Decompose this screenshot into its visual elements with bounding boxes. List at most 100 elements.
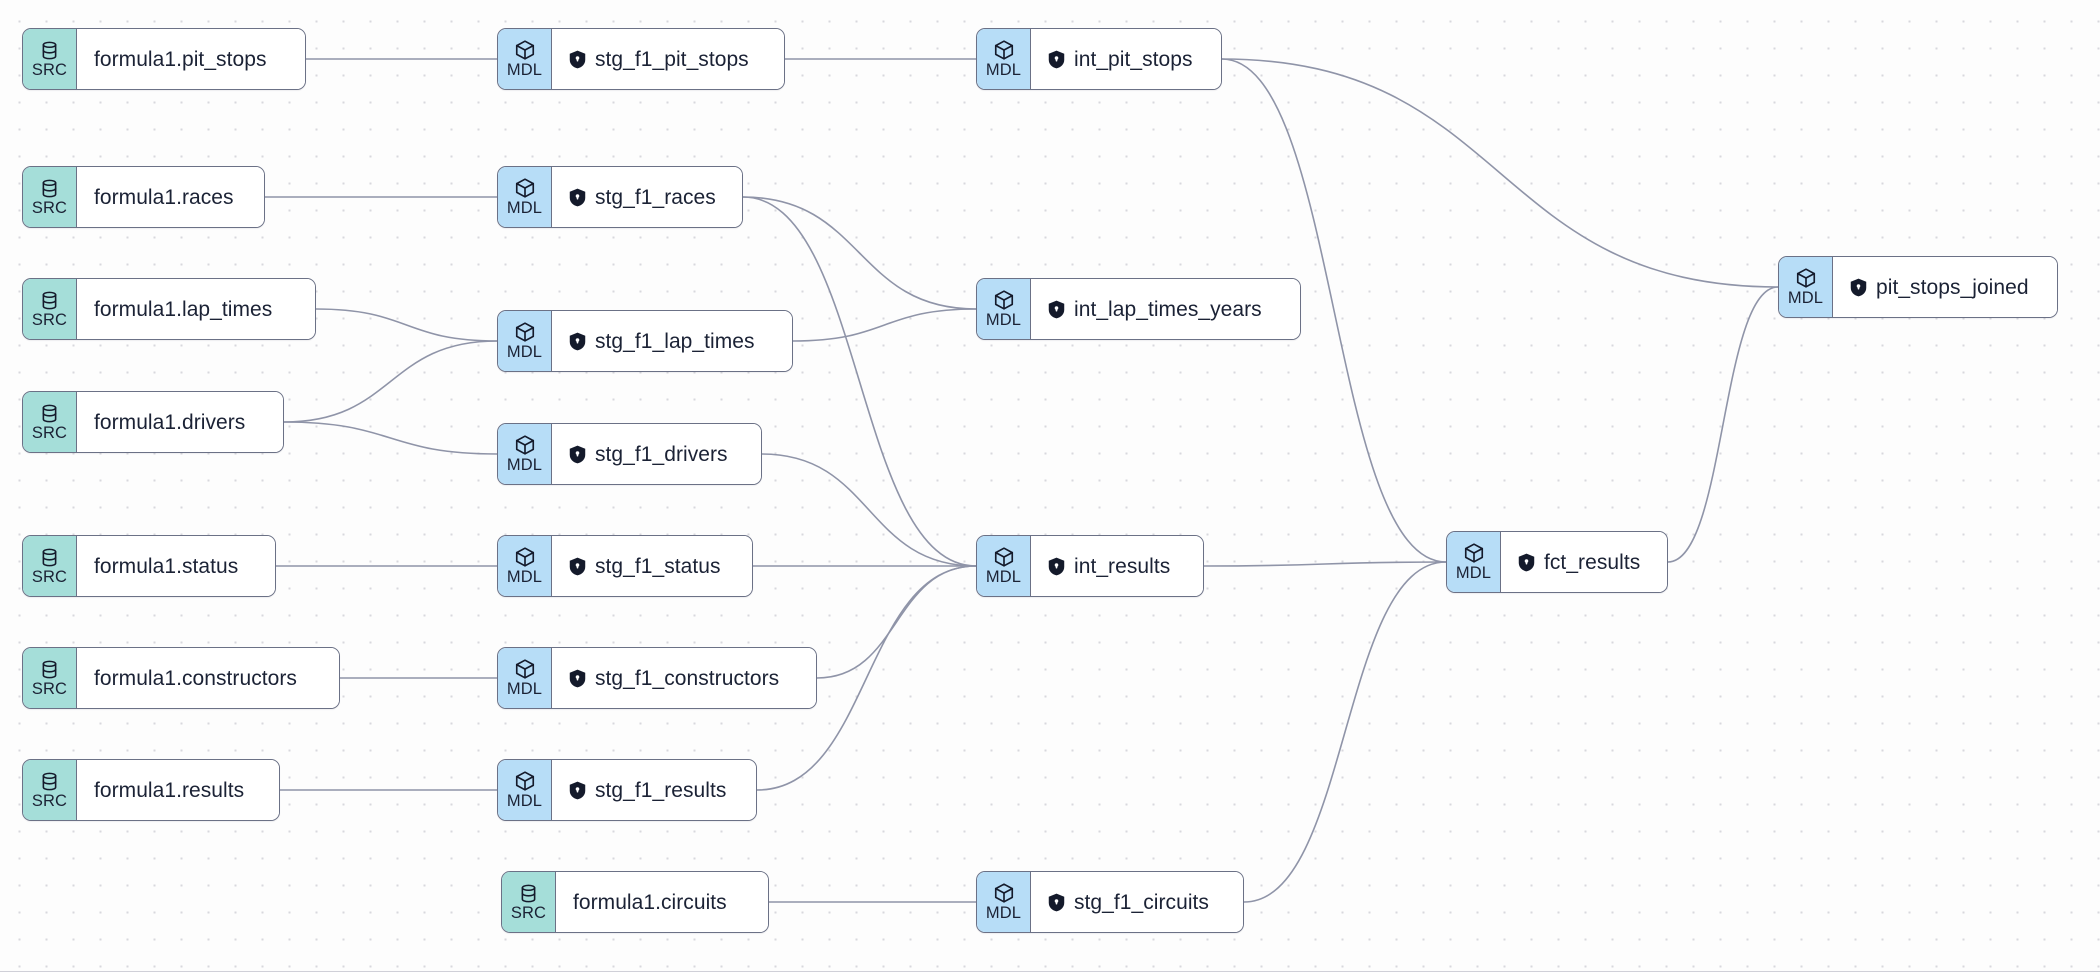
node-int_lap_times_years[interactable]: MDL int_lap_times_years bbox=[976, 278, 1301, 340]
node-body[interactable]: formula1.results bbox=[77, 760, 279, 820]
source-badge: SRC bbox=[23, 279, 77, 339]
node-body[interactable]: int_lap_times_years bbox=[1031, 279, 1300, 339]
node-stg_drivers[interactable]: MDL stg_f1_drivers bbox=[497, 423, 762, 485]
database-icon bbox=[39, 290, 60, 311]
model-badge: MDL bbox=[1447, 532, 1501, 592]
edge-int_pit_stops-to-pit_stops_joined bbox=[1221, 58, 1779, 288]
node-src_circuits[interactable]: SRC formula1.circuits bbox=[501, 871, 769, 933]
node-body[interactable]: int_results bbox=[1031, 536, 1203, 596]
node-body[interactable]: stg_f1_pit_stops bbox=[552, 29, 784, 89]
node-label: formula1.pit_stops bbox=[94, 47, 267, 71]
model-badge: MDL bbox=[498, 648, 552, 708]
shield-lock-icon bbox=[569, 50, 586, 69]
model-badge: MDL bbox=[1779, 257, 1833, 317]
node-body[interactable]: formula1.lap_times bbox=[77, 279, 315, 339]
node-body[interactable]: pit_stops_joined bbox=[1833, 257, 2057, 317]
node-body[interactable]: stg_f1_lap_times bbox=[552, 311, 792, 371]
source-badge: SRC bbox=[23, 392, 77, 452]
database-icon bbox=[39, 547, 60, 568]
shield-lock-icon bbox=[569, 188, 586, 207]
edge-src_drivers-to-stg_drivers bbox=[283, 421, 498, 455]
node-label: formula1.races bbox=[94, 185, 234, 209]
model-badge: MDL bbox=[977, 29, 1031, 89]
badge-label: MDL bbox=[506, 343, 543, 362]
cube-icon bbox=[993, 289, 1015, 311]
node-body[interactable]: stg_f1_constructors bbox=[552, 648, 816, 708]
edge-fct_results-to-pit_stops_joined bbox=[1667, 286, 1779, 563]
node-label: stg_f1_status bbox=[595, 554, 721, 578]
cube-icon bbox=[514, 321, 536, 343]
node-label: int_lap_times_years bbox=[1074, 297, 1262, 321]
node-body[interactable]: stg_f1_circuits bbox=[1031, 872, 1243, 932]
badge-label: MDL bbox=[506, 792, 543, 811]
database-icon bbox=[518, 883, 539, 904]
node-body[interactable]: formula1.circuits bbox=[556, 872, 768, 932]
node-pit_stops_joined[interactable]: MDL pit_stops_joined bbox=[1778, 256, 2058, 318]
node-body[interactable]: formula1.drivers bbox=[77, 392, 283, 452]
source-badge: SRC bbox=[23, 29, 77, 89]
node-label: stg_f1_constructors bbox=[595, 666, 780, 690]
badge-label: MDL bbox=[985, 568, 1022, 587]
edge-stg_races-to-int_results bbox=[742, 196, 977, 567]
node-body[interactable]: int_pit_stops bbox=[1031, 29, 1221, 89]
badge-label: MDL bbox=[1787, 289, 1824, 308]
node-int_results[interactable]: MDL int_results bbox=[976, 535, 1204, 597]
model-badge: MDL bbox=[977, 279, 1031, 339]
badge-label: MDL bbox=[985, 311, 1022, 330]
node-label: stg_f1_circuits bbox=[1074, 890, 1209, 914]
node-label: stg_f1_races bbox=[595, 185, 716, 209]
database-icon bbox=[39, 40, 60, 61]
source-badge: SRC bbox=[502, 872, 556, 932]
cube-icon bbox=[993, 39, 1015, 61]
shield-lock-icon bbox=[569, 332, 586, 351]
node-stg_lap_times[interactable]: MDL stg_f1_lap_times bbox=[497, 310, 793, 372]
node-body[interactable]: stg_f1_results bbox=[552, 760, 756, 820]
cube-icon bbox=[1795, 267, 1817, 289]
cube-icon bbox=[514, 177, 536, 199]
node-stg_status[interactable]: MDL stg_f1_status bbox=[497, 535, 753, 597]
node-body[interactable]: formula1.races bbox=[77, 167, 264, 227]
node-body[interactable]: stg_f1_drivers bbox=[552, 424, 761, 484]
model-badge: MDL bbox=[498, 29, 552, 89]
source-badge: SRC bbox=[23, 167, 77, 227]
node-body[interactable]: formula1.pit_stops bbox=[77, 29, 305, 89]
node-label: pit_stops_joined bbox=[1876, 275, 2029, 299]
badge-label: MDL bbox=[506, 568, 543, 587]
node-body[interactable]: fct_results bbox=[1501, 532, 1667, 592]
shield-lock-icon bbox=[569, 669, 586, 688]
node-src_races[interactable]: SRC formula1.races bbox=[22, 166, 265, 228]
model-badge: MDL bbox=[498, 424, 552, 484]
shield-lock-icon bbox=[1048, 893, 1065, 912]
node-body[interactable]: stg_f1_races bbox=[552, 167, 742, 227]
node-src_constructors[interactable]: SRC formula1.constructors bbox=[22, 647, 340, 709]
node-src_pit_stops[interactable]: SRC formula1.pit_stops bbox=[22, 28, 306, 90]
node-label: stg_f1_drivers bbox=[595, 442, 728, 466]
source-badge: SRC bbox=[23, 536, 77, 596]
node-stg_results[interactable]: MDL stg_f1_results bbox=[497, 759, 757, 821]
badge-label: SRC bbox=[31, 679, 68, 698]
badge-label: MDL bbox=[985, 61, 1022, 80]
node-body[interactable]: formula1.constructors bbox=[77, 648, 339, 708]
node-body[interactable]: formula1.status bbox=[77, 536, 275, 596]
node-label: formula1.circuits bbox=[573, 890, 727, 914]
node-int_pit_stops[interactable]: MDL int_pit_stops bbox=[976, 28, 1222, 90]
node-label: stg_f1_results bbox=[595, 778, 727, 802]
node-label: stg_f1_lap_times bbox=[595, 329, 755, 353]
edge-src_lap_times-to-stg_lap_times bbox=[315, 308, 498, 342]
shield-lock-icon bbox=[1850, 278, 1867, 297]
model-badge: MDL bbox=[977, 536, 1031, 596]
cube-icon bbox=[514, 39, 536, 61]
node-stg_constructors[interactable]: MDL stg_f1_constructors bbox=[497, 647, 817, 709]
node-body[interactable]: stg_f1_status bbox=[552, 536, 752, 596]
source-badge: SRC bbox=[23, 648, 77, 708]
